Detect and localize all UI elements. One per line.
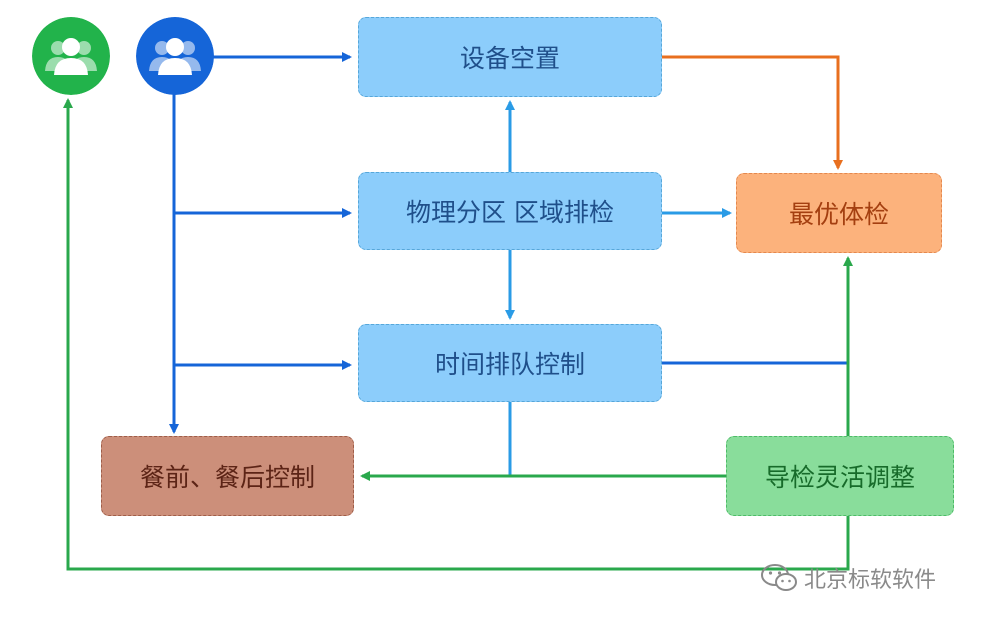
users-icon	[32, 17, 110, 95]
node-meal-control: 餐前、餐后控制	[101, 436, 354, 516]
watermark-text: 北京标软软件	[804, 568, 937, 593]
arrow-guide-to-green-avatar	[63, 98, 850, 571]
node-equipment-idle: 设备空置	[358, 17, 662, 97]
node-time-queue: 时间排队控制	[358, 324, 662, 402]
node-zone-check: 物理分区 区域排检	[358, 172, 662, 250]
arrow-equipment-to-optimal	[662, 55, 843, 170]
user-group-avatar-blue	[136, 17, 214, 95]
users-icon	[136, 17, 214, 95]
node-flexible-guide: 导检灵活调整	[726, 436, 954, 516]
wechat-icon	[761, 564, 797, 591]
user-group-avatar-green	[32, 17, 110, 95]
watermark: 北京标软软件	[760, 560, 975, 596]
node-optimal-exam: 最优体检	[736, 173, 942, 253]
